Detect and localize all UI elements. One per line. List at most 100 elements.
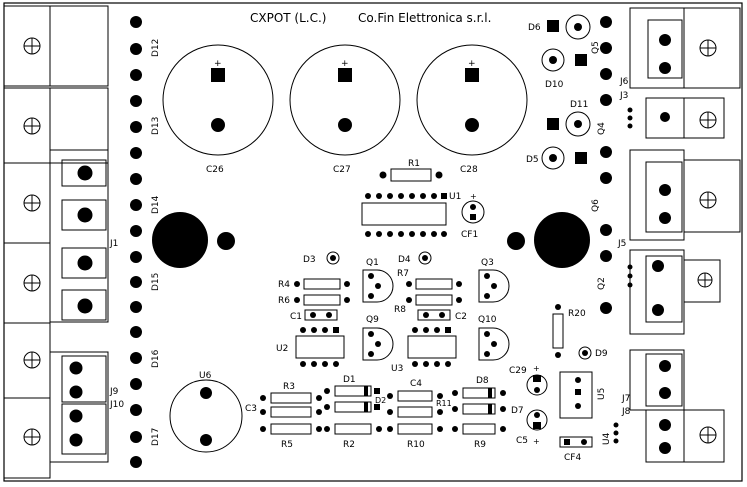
label-d12: D12 bbox=[151, 39, 161, 57]
label-d5: D5 bbox=[526, 155, 539, 165]
large-capacitors bbox=[162, 44, 528, 156]
resistor-r20 bbox=[552, 304, 564, 358]
label-j5: J5 bbox=[617, 239, 626, 249]
label-j3: J3 bbox=[619, 91, 628, 101]
left-mounting-holes bbox=[23, 37, 41, 446]
label-d15: D15 bbox=[151, 273, 161, 291]
label-r7: R7 bbox=[397, 269, 409, 279]
capacitor-c2 bbox=[417, 309, 451, 321]
c27-plus-sign: + bbox=[341, 59, 349, 69]
resistor-r2 bbox=[324, 423, 382, 435]
label-u3: U3 bbox=[391, 364, 403, 374]
label-c26: C26 bbox=[206, 165, 224, 175]
label-c1: C1 bbox=[290, 312, 302, 322]
cf1-plus-sign: + bbox=[470, 192, 477, 201]
right-mounting-holes bbox=[697, 39, 717, 444]
ic-u2 bbox=[295, 327, 345, 367]
label-j10: J10 bbox=[109, 400, 124, 410]
ic-u3 bbox=[407, 327, 457, 367]
label-c3: C3 bbox=[245, 404, 257, 414]
capacitor-c4 bbox=[387, 390, 443, 402]
label-d1: D1 bbox=[343, 375, 356, 385]
label-r2: R2 bbox=[343, 440, 355, 450]
label-q2: Q2 bbox=[597, 277, 607, 290]
label-d13: D13 bbox=[151, 117, 161, 135]
led-d11 bbox=[547, 111, 591, 137]
resistor-r4 bbox=[294, 278, 350, 290]
label-cf4: CF4 bbox=[564, 453, 581, 463]
right-column-pads bbox=[600, 16, 612, 314]
label-d3: D3 bbox=[303, 255, 316, 265]
led-d6 bbox=[547, 14, 591, 40]
label-q3: Q3 bbox=[481, 258, 494, 268]
large-capacitor-pads bbox=[211, 68, 479, 132]
label-d14: D14 bbox=[151, 195, 161, 214]
resistor-r1 bbox=[379, 168, 443, 182]
transistor-q10 bbox=[478, 327, 510, 361]
led-d3 bbox=[326, 251, 340, 265]
label-d6: D6 bbox=[528, 23, 541, 33]
capacitor-c29 bbox=[526, 374, 548, 396]
c5-plus-sign: + bbox=[533, 437, 540, 446]
label-q9: Q9 bbox=[366, 315, 379, 325]
led-d9 bbox=[578, 346, 592, 360]
label-d11: D11 bbox=[570, 100, 588, 110]
label-r10: R10 bbox=[407, 440, 425, 450]
capacitor-c5 bbox=[526, 409, 548, 431]
label-q6: Q6 bbox=[591, 199, 601, 212]
led-d4 bbox=[418, 251, 432, 265]
label-u5: U5 bbox=[597, 388, 607, 400]
resistor-r3 bbox=[260, 392, 322, 404]
right-connector-pads bbox=[652, 34, 671, 454]
label-c29: C29 bbox=[509, 366, 527, 376]
led-d10 bbox=[541, 48, 587, 72]
label-c28: C28 bbox=[460, 165, 478, 175]
j1-terminal-block bbox=[49, 149, 109, 323]
u4-pads bbox=[613, 422, 619, 444]
label-d8: D8 bbox=[476, 376, 489, 386]
label-j1: J1 bbox=[109, 239, 118, 249]
label-u1: U1 bbox=[449, 192, 461, 202]
right-small-pads bbox=[627, 107, 633, 288]
transistor-q3 bbox=[478, 269, 510, 303]
transistor-q1 bbox=[362, 269, 394, 303]
regulator-u5 bbox=[559, 371, 593, 419]
resistor-r10 bbox=[387, 423, 443, 435]
label-d17: D17 bbox=[151, 428, 161, 446]
label-d2: D2 bbox=[375, 396, 386, 405]
j9-j10-terminal-block bbox=[49, 351, 109, 463]
label-d16: D16 bbox=[151, 349, 161, 368]
right-transistor-labels: Q5 Q4 Q6 Q2 bbox=[591, 41, 607, 290]
led-d5 bbox=[541, 146, 587, 170]
label-u2: U2 bbox=[276, 344, 288, 354]
label-q1: Q1 bbox=[366, 258, 379, 268]
c29-plus-sign: + bbox=[533, 364, 540, 373]
diode-d8 bbox=[452, 387, 506, 399]
capacitor-cf1 bbox=[461, 200, 485, 224]
resistor-r5 bbox=[260, 423, 322, 435]
transistor-q9 bbox=[362, 327, 394, 361]
left-diode-pads bbox=[130, 16, 142, 468]
label-r1: R1 bbox=[408, 159, 420, 169]
label-d10: D10 bbox=[545, 80, 564, 90]
capacitor-cf4 bbox=[559, 436, 593, 448]
label-d9: D9 bbox=[595, 349, 608, 359]
label-r9: R9 bbox=[474, 440, 486, 450]
capacitor-c3 bbox=[260, 406, 322, 418]
company-name: Co.Fin Elettronica s.r.l. bbox=[358, 11, 491, 25]
label-u4: U4 bbox=[602, 432, 612, 445]
board-outline bbox=[3, 2, 743, 482]
capacitor-c1 bbox=[304, 309, 338, 321]
label-r6: R6 bbox=[278, 296, 290, 306]
label-q4: Q4 bbox=[597, 122, 607, 135]
c26-plus-sign: + bbox=[214, 59, 222, 69]
right-connectors bbox=[629, 7, 741, 463]
resistor-r8 bbox=[406, 294, 462, 306]
left-diode-labels: D12 D13 D14 D15 D16 D17 bbox=[151, 39, 161, 446]
resistor-r11 bbox=[387, 406, 443, 418]
label-r3: R3 bbox=[283, 382, 295, 392]
c28-plus-sign: + bbox=[468, 59, 476, 69]
label-r11: R11 bbox=[436, 399, 452, 408]
label-q10: Q10 bbox=[478, 315, 497, 325]
